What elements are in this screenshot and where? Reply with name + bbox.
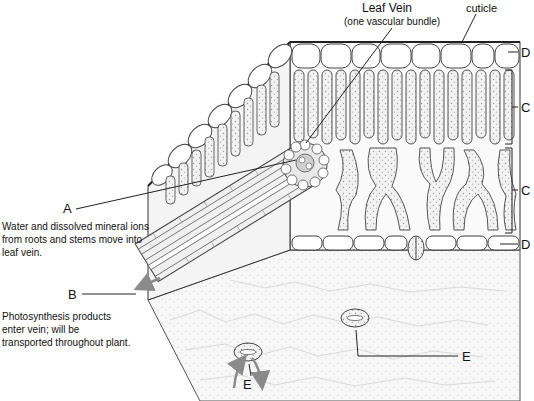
callout-letter: D xyxy=(521,45,530,61)
callout-letter: C xyxy=(521,183,530,199)
part-label: cuticle xyxy=(466,1,497,15)
callout-letter: A xyxy=(63,201,72,217)
annotation: Photosynthesis products enter vein; will… xyxy=(2,310,132,349)
annotation: Water and dissolved mineral ions from ro… xyxy=(2,220,152,259)
callout-letter: E xyxy=(243,377,252,393)
callout-letter: B xyxy=(68,287,77,303)
annotation: (one vascular bundle) xyxy=(344,15,440,28)
callout-letter: E xyxy=(462,349,471,365)
callout-letter: C xyxy=(521,100,530,116)
callout-letter: D xyxy=(521,237,530,253)
part-label: Leaf Vein xyxy=(362,1,412,16)
